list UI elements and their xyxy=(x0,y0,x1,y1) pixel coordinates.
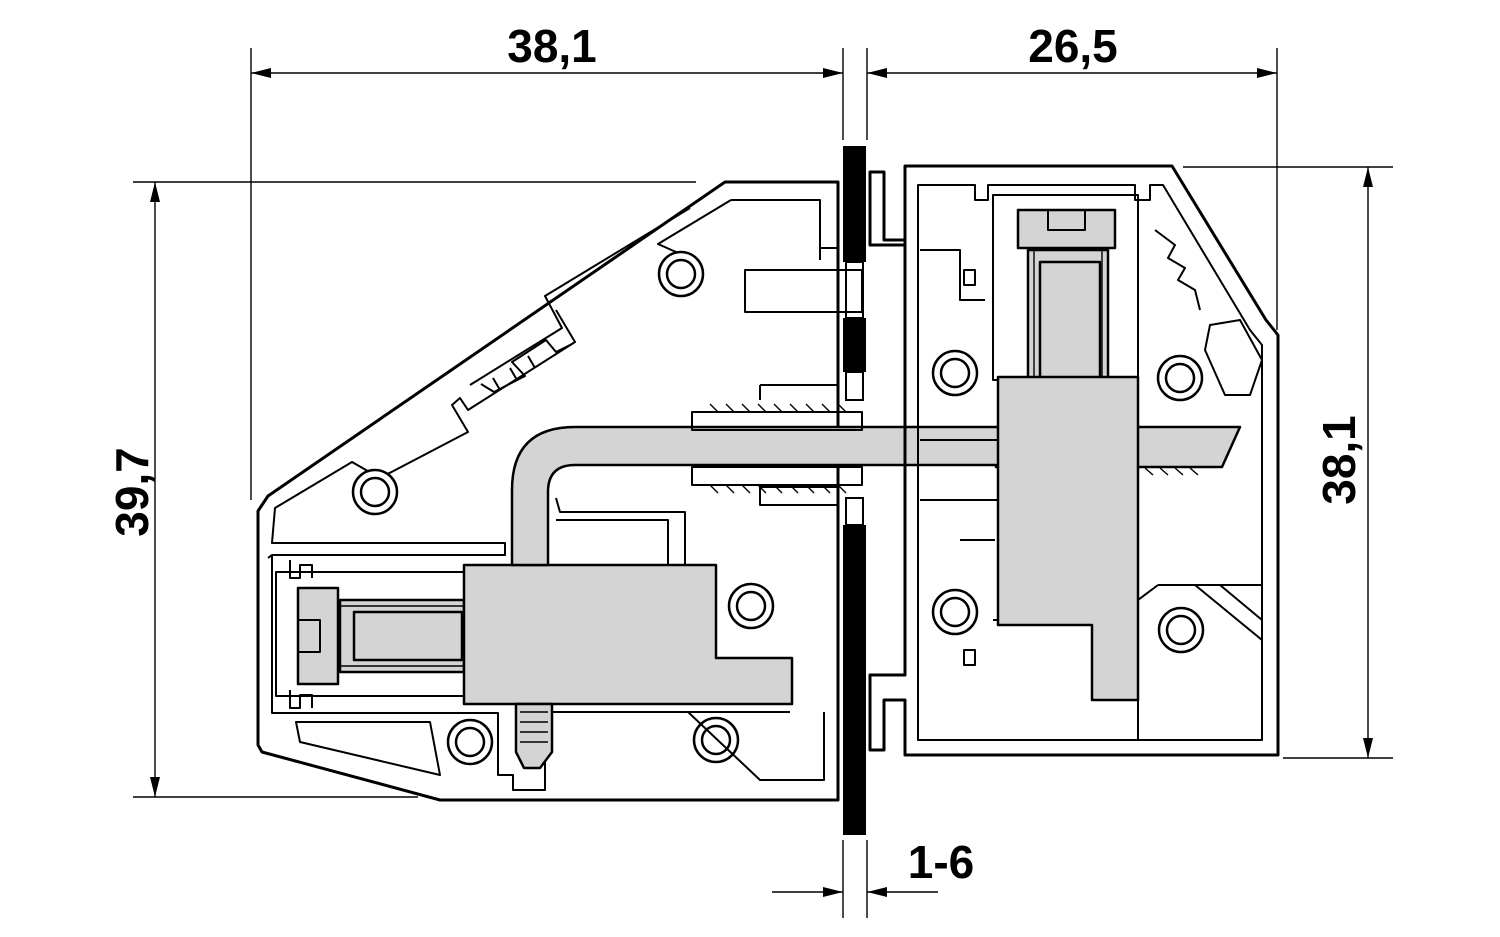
right-clamp-screw xyxy=(1016,208,1117,382)
left-clamp-block xyxy=(462,563,794,770)
left-terminal-housing xyxy=(256,180,863,802)
dim-right-height-label: 38,1 xyxy=(1313,415,1365,505)
dim-top-right-label: 26,5 xyxy=(1028,20,1118,72)
right-terminal-housing xyxy=(868,164,1280,757)
right-clamp-block xyxy=(996,375,1140,702)
dim-panel-thickness-label: 1-6 xyxy=(908,836,974,888)
dim-top-left-label: 38,1 xyxy=(507,20,597,72)
mounting-panel xyxy=(843,146,866,835)
dimension-lines xyxy=(133,48,1393,918)
dim-left-height-label: 39,7 xyxy=(106,447,158,537)
left-clamp-screw xyxy=(275,571,467,697)
